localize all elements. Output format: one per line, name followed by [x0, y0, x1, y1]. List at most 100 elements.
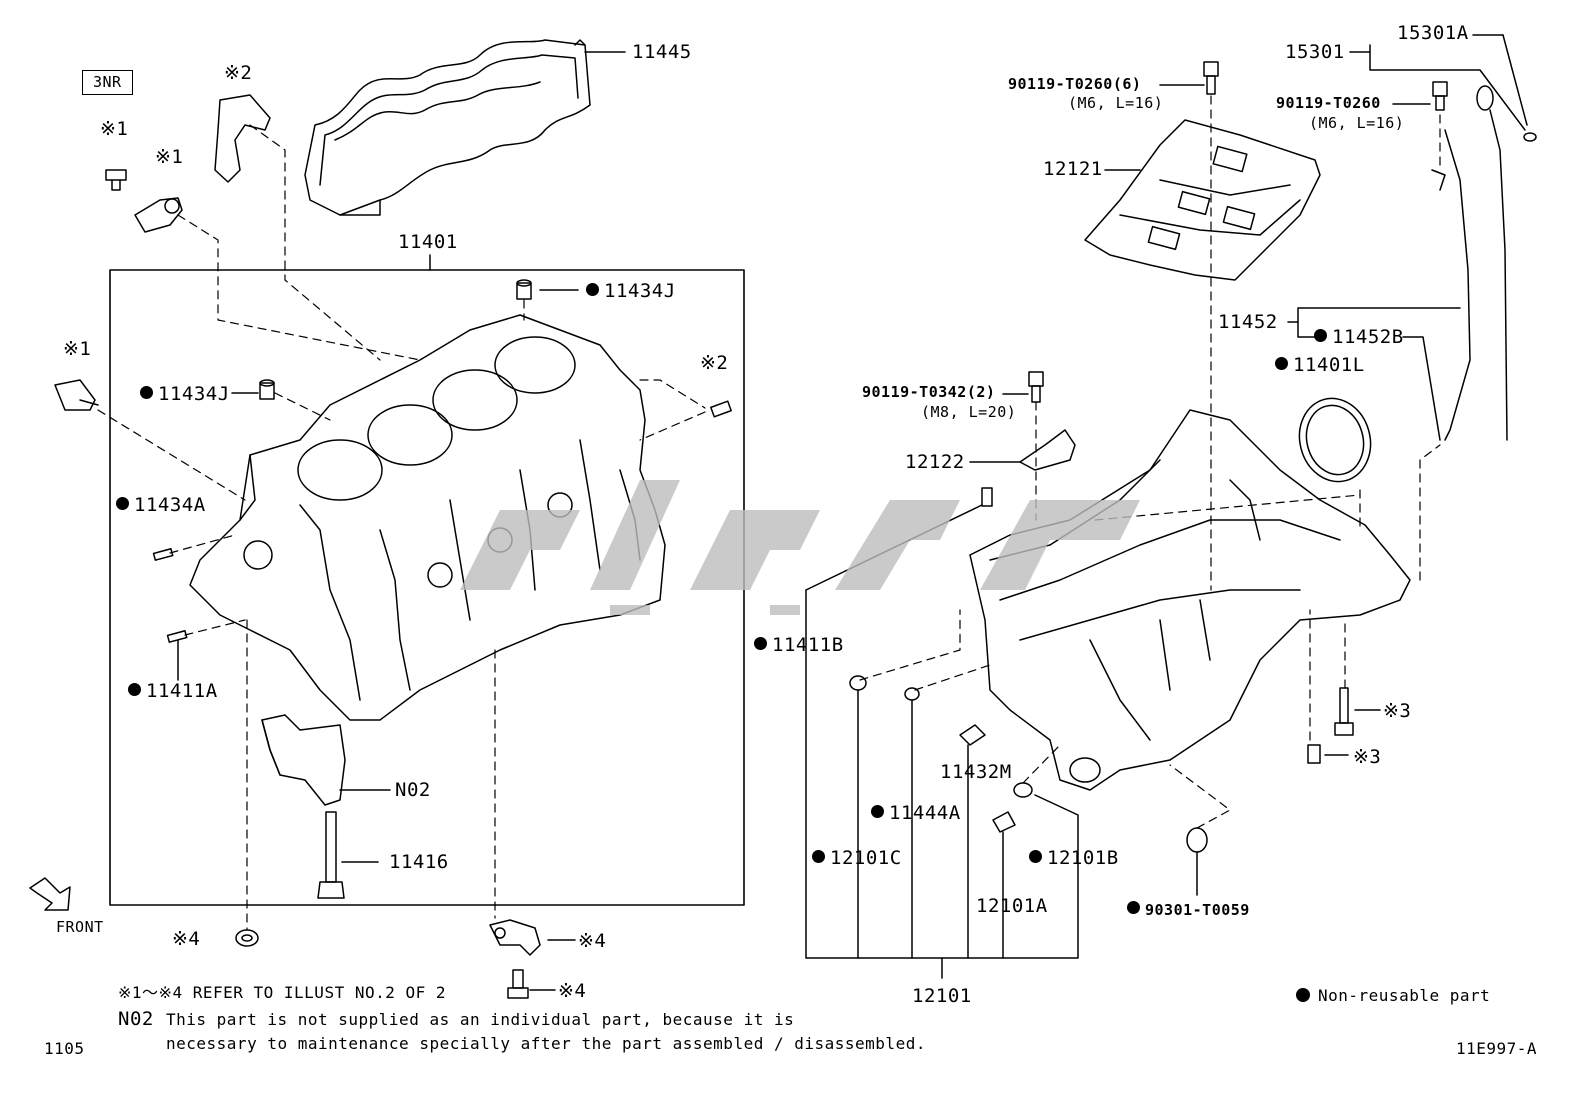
- label-12101B[interactable]: 12101B: [1029, 849, 1119, 868]
- ref-mark-4a: ※4: [172, 928, 201, 950]
- page-number: 1105: [44, 1039, 85, 1058]
- label-text: 11434J: [604, 280, 676, 302]
- label-11445[interactable]: 11445: [632, 41, 692, 63]
- non-reusable-dot: [1275, 357, 1288, 370]
- pin-11434J-top-shape: [516, 279, 532, 300]
- label-15301A[interactable]: 15301A: [1397, 22, 1469, 44]
- label-11401L[interactable]: 11401L: [1275, 356, 1365, 375]
- non-reusable-dot: [1314, 329, 1327, 342]
- note-n02-line1: This part is not supplied as an individu…: [166, 1010, 795, 1029]
- ring-12101C-shape: [849, 675, 867, 691]
- label-11434A[interactable]: 11434A: [116, 496, 206, 515]
- non-reusable-dot: [140, 386, 153, 399]
- spec-90119-T0342: (M8, L=20): [921, 403, 1017, 421]
- note-n02-code: N02: [118, 1008, 154, 1030]
- bolt-90119-T0260-6-shape: [1203, 61, 1219, 95]
- label-11444A[interactable]: 11444A: [871, 804, 961, 823]
- non-reusable-dot: [116, 497, 129, 510]
- engine-code-box: 3NR: [82, 70, 133, 95]
- ring-12101B-shape: [1013, 782, 1033, 798]
- label-11411A[interactable]: 11411A: [128, 682, 218, 701]
- seal-ref4-shape: [235, 929, 259, 947]
- pin-11434J-left-shape: [259, 379, 275, 400]
- bolt-90119-T0260-shape: [1432, 81, 1448, 111]
- pin-ref2-shape: [710, 400, 732, 418]
- spec-90119-T0260-6: (M6, L=16): [1068, 94, 1164, 112]
- group-bracket-12101: [805, 589, 1079, 959]
- label-12101A[interactable]: 12101A: [976, 895, 1048, 917]
- label-text: 90301-T0059: [1145, 901, 1250, 919]
- label-text: 11401L: [1293, 354, 1365, 376]
- bolt-ref4-shape: [507, 969, 529, 999]
- sensor-ref1-shape: [134, 197, 183, 233]
- ref-mark-1b: ※1: [155, 146, 184, 168]
- ref-mark-2b: ※2: [700, 352, 729, 374]
- label-12101C[interactable]: 12101C: [812, 849, 902, 868]
- sensor-ref1-left-shape: [54, 379, 99, 411]
- label-text: 11411B: [772, 634, 844, 656]
- non-reusable-dot: [1127, 901, 1140, 914]
- label-11434J-left[interactable]: 11434J: [140, 385, 230, 404]
- label-text: 11444A: [889, 802, 961, 824]
- label-11452[interactable]: 11452: [1218, 311, 1278, 333]
- front-label: FRONT: [56, 918, 104, 936]
- ref-mark-1c: ※1: [63, 338, 92, 360]
- label-12101[interactable]: 12101: [912, 985, 972, 1007]
- plug-12101A-shape: [992, 811, 1016, 833]
- bolt-11416-shape: [317, 811, 345, 899]
- non-reusable-dot: [128, 683, 141, 696]
- label-11416[interactable]: 11416: [389, 851, 449, 873]
- pin-11434A-shape: [152, 548, 174, 561]
- label-11411B[interactable]: 11411B: [754, 636, 844, 655]
- label-11452B[interactable]: 11452B: [1314, 328, 1404, 347]
- non-reusable-dot: [812, 850, 825, 863]
- ref-mark-4b: ※4: [578, 930, 607, 952]
- bracket-ref2-shape: [214, 94, 271, 183]
- guide-lines-left: [97, 124, 706, 931]
- label-text: 12101B: [1047, 847, 1119, 869]
- note-n02-line2: necessary to maintenance specially after…: [166, 1034, 926, 1053]
- spec-90119-T0260: (M6, L=16): [1309, 114, 1405, 132]
- plug-11432M-shape: [959, 724, 986, 746]
- label-text: 11434J: [158, 383, 230, 405]
- label-12121[interactable]: 12121: [1043, 158, 1103, 180]
- guide-lines-right: [859, 95, 1441, 829]
- label-15301[interactable]: 15301: [1285, 41, 1345, 63]
- gasket-11445-shape: [304, 39, 591, 216]
- legend-text: Non-reusable part: [1318, 986, 1491, 1005]
- sensor-ref4-shape: [489, 919, 541, 956]
- label-11434J-top[interactable]: 11434J: [586, 282, 676, 301]
- ref-mark-3a: ※3: [1383, 700, 1412, 722]
- label-90119-T0342[interactable]: 90119-T0342(2): [862, 383, 996, 401]
- cylinder-block-shape: [189, 314, 666, 721]
- legend-non-reusable: Non-reusable part: [1296, 988, 1490, 1004]
- label-90301-T0059[interactable]: 90301-T0059: [1127, 901, 1250, 918]
- label-11432M[interactable]: 11432M: [940, 761, 1012, 783]
- non-reusable-dot: [871, 805, 884, 818]
- ref-mark-3b: ※3: [1353, 746, 1382, 768]
- legend-dot: [1296, 988, 1310, 1002]
- label-text: 12101C: [830, 847, 902, 869]
- bearing-cap-N02-shape: [261, 714, 346, 806]
- label-N02[interactable]: N02: [395, 779, 431, 801]
- cover-12121-shape: [1084, 119, 1321, 281]
- label-90119-T0260-6[interactable]: 90119-T0260(6): [1008, 75, 1142, 93]
- illustration-id: 11E997-A: [1456, 1039, 1538, 1058]
- non-reusable-dot: [754, 637, 767, 650]
- label-text: 11452B: [1332, 326, 1404, 348]
- seal-11401L-shape: [1298, 397, 1372, 483]
- label-11401[interactable]: 11401: [398, 231, 458, 253]
- bolts-ref3-shape: [1307, 687, 1354, 764]
- watermark-graphic: [460, 480, 1140, 615]
- oil-level-gauge-shape: [1476, 85, 1537, 441]
- ref-mark-1a: ※1: [100, 118, 129, 140]
- pin-11411B-shape: [981, 487, 993, 507]
- ref-mark-2a: ※2: [224, 62, 253, 84]
- label-90119-T0260[interactable]: 90119-T0260: [1276, 94, 1381, 112]
- label-12122[interactable]: 12122: [905, 451, 965, 473]
- gauge-guide-shape: [1431, 129, 1471, 441]
- pin-11411A-shape: [166, 630, 188, 643]
- label-text: 11434A: [134, 494, 206, 516]
